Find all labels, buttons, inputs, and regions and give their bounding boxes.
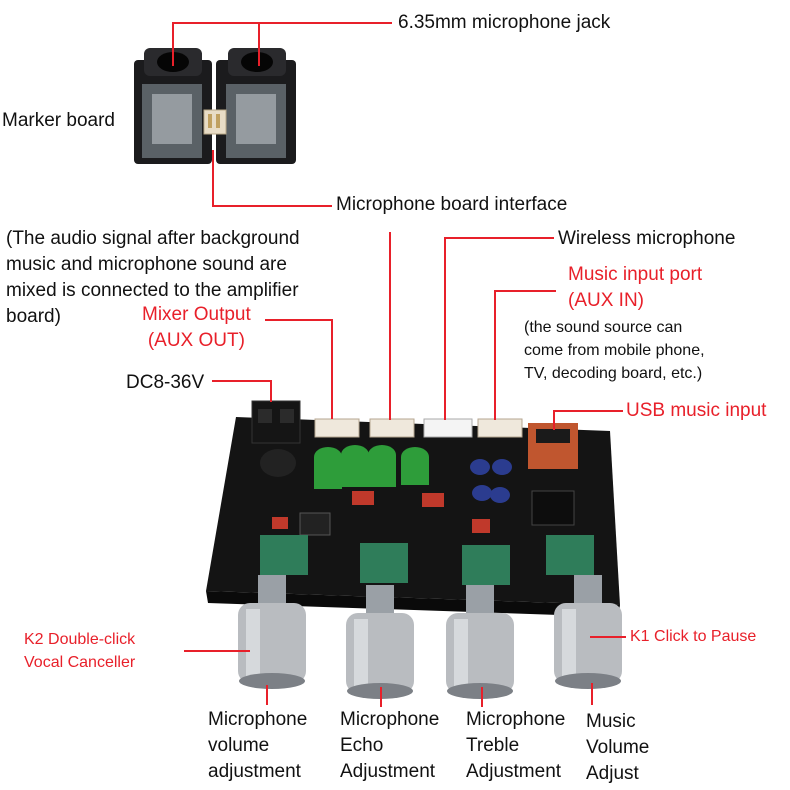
leader-line <box>172 22 174 66</box>
music-input-port-label: Music input port (AUX IN) <box>568 264 703 311</box>
leader-line <box>265 319 333 321</box>
leader-line <box>172 22 392 24</box>
mic-jack-label: 6.35mm microphone jack <box>398 12 611 33</box>
leader-line <box>481 687 483 707</box>
leader-line <box>331 319 333 419</box>
leader-line <box>553 410 623 412</box>
k1-label: K1 Click to Pause <box>630 628 757 645</box>
leader-line <box>266 685 268 705</box>
leader-line <box>270 380 272 402</box>
knob1-label: Microphone volume adjustment <box>208 709 308 782</box>
wireless-mic-label: Wireless microphone <box>558 228 736 249</box>
marker-board-label: Marker board <box>2 110 115 131</box>
leader-line <box>444 237 446 420</box>
knob4-label: Music Volume Adjust <box>586 711 650 784</box>
leader-line <box>590 636 626 638</box>
leader-line <box>212 380 272 382</box>
dc-power-label: DC8-36V <box>126 372 205 393</box>
leader-line <box>212 150 214 206</box>
pcb-board-icon <box>206 400 620 617</box>
knob2-label: Microphone Echo Adjustment <box>340 709 440 782</box>
k2-label: K2 Double-click Vocal Canceller <box>24 631 136 671</box>
leader-line <box>494 290 496 420</box>
rotary-knob-icon <box>446 585 514 699</box>
leader-line <box>380 687 382 707</box>
microphone-jack-module-icon <box>134 48 296 164</box>
mic-board-interface-label: Microphone board interface <box>336 194 568 215</box>
mixed-signal-note: (The audio signal after background music… <box>6 228 300 327</box>
usb-input-label: USB music input <box>626 400 767 421</box>
leader-line <box>553 410 555 430</box>
leader-line <box>494 290 556 292</box>
music-input-note: (the sound source can come from mobile p… <box>524 319 705 382</box>
knob3-label: Microphone Treble Adjustment <box>466 709 566 782</box>
rotary-knob-icon <box>554 575 622 689</box>
rotary-knob-icon <box>238 575 306 689</box>
leader-line <box>389 232 391 420</box>
leader-line <box>184 650 250 652</box>
rotary-knob-icon <box>346 585 414 699</box>
leader-line <box>591 683 593 705</box>
leader-line <box>258 22 260 66</box>
mixer-output-label: Mixer Output (AUX OUT) <box>142 304 251 351</box>
leader-line <box>212 205 332 207</box>
leader-line <box>444 237 554 239</box>
